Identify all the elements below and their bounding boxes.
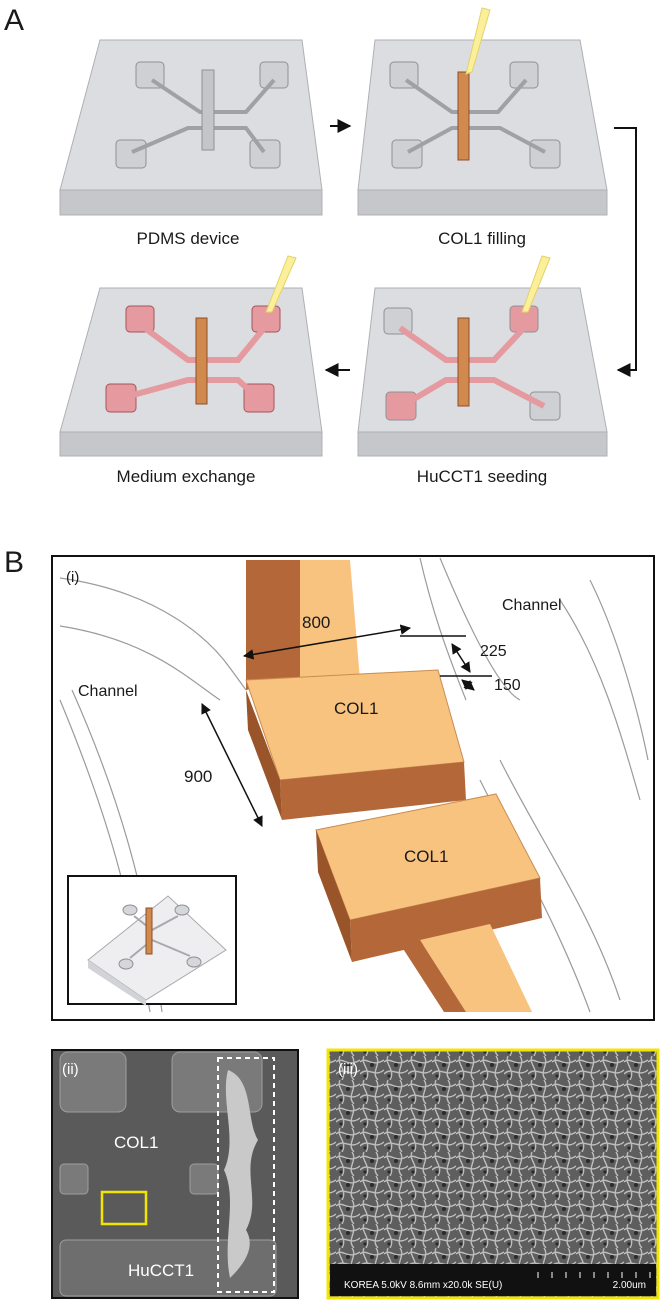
hucct1-seeding-illustration	[357, 255, 608, 457]
col1-bottom-label: COL1	[404, 847, 448, 866]
sem-scale-bar-label: 2.00um	[613, 1280, 646, 1291]
medium-exchange-illustration	[59, 255, 323, 457]
panel-biii-sem-image	[326, 1048, 660, 1300]
panel-biii-tag: (iii)	[338, 1061, 358, 1078]
panel-b-letter: B	[4, 546, 24, 579]
panel-bii-tag: (ii)	[62, 1061, 79, 1078]
panel-bi-tag: (i)	[66, 569, 79, 586]
step-label-pdms-device: PDMS device	[137, 229, 240, 248]
dimension-width-label: 800	[302, 613, 330, 632]
panel-a-letter: A	[4, 4, 24, 37]
step-label-col1-filling: COL1 filling	[438, 229, 526, 248]
dimension-step-label: 150	[494, 677, 521, 694]
dimension-gap-label: 900	[184, 767, 212, 786]
panel-bii-micrograph	[51, 1049, 299, 1299]
region-highlight-box	[100, 1190, 148, 1226]
inset-device-thumbnail	[67, 875, 237, 1006]
col1-top-label: COL1	[334, 699, 378, 718]
dimension-depth-label: 225	[480, 643, 507, 660]
dimension-lines	[201, 624, 492, 827]
channel-right-label: Channel	[502, 597, 562, 614]
step-label-medium-exchange: Medium exchange	[117, 467, 256, 486]
workflow-arrows	[324, 119, 637, 377]
sem-info-text: KOREA 5.0kV 8.6mm x20.0k SE(U)	[344, 1280, 502, 1291]
step-label-hucct1-seeding: HuCCT1 seeding	[417, 467, 547, 486]
col1-filling-illustration	[357, 7, 608, 216]
micrograph-col1-label: COL1	[114, 1133, 158, 1152]
pdms-device-illustration	[59, 39, 323, 216]
col1-bottom-structure	[315, 793, 542, 1012]
micrograph-hucct1-label: HuCCT1	[128, 1261, 194, 1280]
panel-bi-channel-outlines	[59, 557, 649, 1013]
channel-left-label: Channel	[78, 683, 138, 700]
arrow-down-return-icon	[614, 127, 637, 377]
